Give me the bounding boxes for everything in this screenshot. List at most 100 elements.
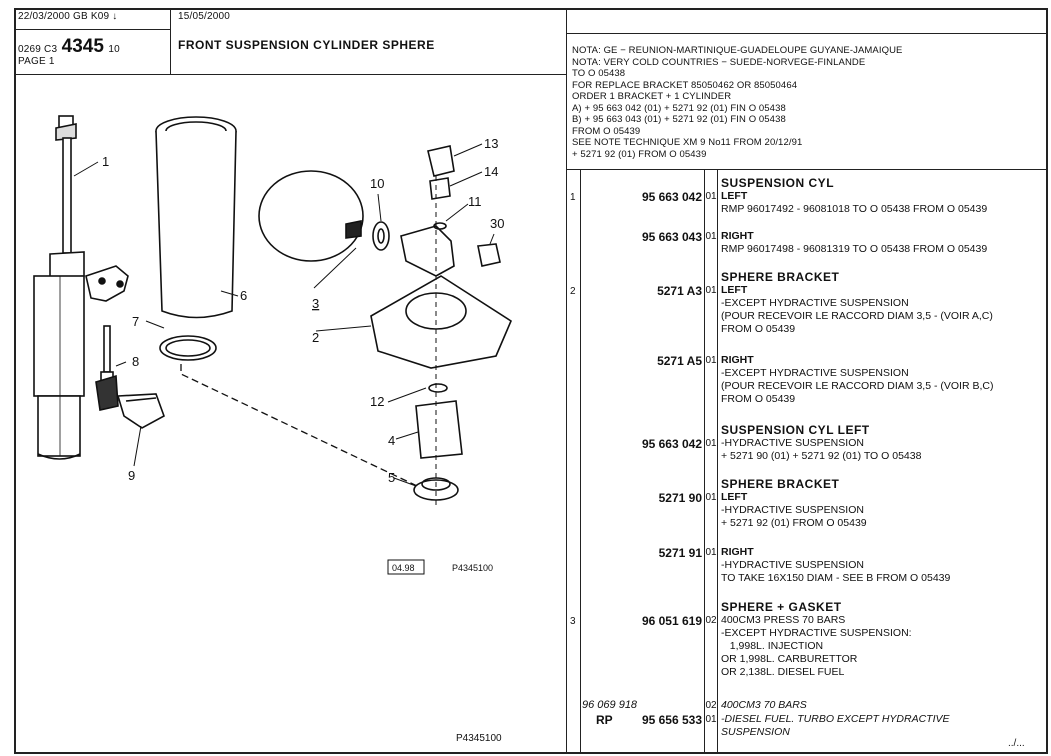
callout-3: 3 bbox=[312, 296, 319, 311]
part-desc-line: -HYDRACTIVE SUSPENSION bbox=[721, 437, 864, 449]
item-position: 3 bbox=[570, 616, 576, 627]
notes-block: NOTA: GE − REUNION-MARTINIQUE-GUADELOUPE… bbox=[572, 45, 1042, 160]
continued-mark: ../... bbox=[1008, 738, 1025, 749]
rp-part-number: 95 656 533 bbox=[641, 713, 702, 727]
part-variant: 01 bbox=[705, 492, 717, 503]
note-line: TO O 05438 bbox=[572, 68, 626, 79]
part-desc-line: + 5271 90 (01) + 5271 92 (01) TO O 05438 bbox=[721, 450, 922, 462]
item-position: 1 bbox=[570, 192, 576, 203]
part-desc-line: 400CM3 PRESS 70 BARS bbox=[721, 614, 846, 626]
part-desc-line: (POUR RECEVOIR LE RACCORD DIAM 3,5 - (VO… bbox=[721, 310, 993, 322]
page-title: FRONT SUSPENSION CYLINDER SPHERE bbox=[178, 38, 435, 52]
callout-14: 14 bbox=[484, 164, 498, 179]
note-line: + 5271 92 (01) FROM O 05439 bbox=[572, 148, 707, 160]
rp-desc-2: SUSPENSION bbox=[721, 726, 790, 738]
callout-11: 11 bbox=[468, 194, 482, 209]
callout-7: 7 bbox=[132, 314, 139, 329]
part-variant: 01 bbox=[705, 285, 717, 296]
callout-2: 2 bbox=[312, 330, 319, 345]
header-sub-line bbox=[14, 29, 170, 30]
part-desc-line: FROM O 05439 bbox=[721, 393, 796, 405]
part-desc-line: LEFT bbox=[721, 190, 748, 202]
part-number: 5271 91 bbox=[658, 546, 702, 560]
diagram-code: P4345100 bbox=[452, 563, 493, 573]
part-title: SUSPENSION CYL LEFT bbox=[721, 423, 870, 437]
frame-left bbox=[14, 8, 16, 754]
ref-suffix: 10 bbox=[108, 44, 120, 55]
part-variant: 02 bbox=[705, 615, 717, 626]
callout-numbers: 1 2 3 4 5 6 7 8 9 10 11 12 13 14 30 bbox=[102, 136, 504, 485]
bellows-drawing bbox=[155, 116, 237, 319]
part-number: 5271 A3 bbox=[657, 284, 702, 298]
sphere-bracket-drawing bbox=[370, 275, 513, 369]
callout-4: 4 bbox=[388, 433, 395, 448]
part-variant: 01 bbox=[705, 547, 717, 558]
part-desc-line: (POUR RECEVOIR LE RACCORD DIAM 3,5 - (VO… bbox=[721, 380, 994, 392]
part-number: 5271 A5 bbox=[657, 354, 702, 368]
diagram-box-ref: 04.98 bbox=[392, 563, 415, 573]
note-line: NOTA: VERY COLD COUNTRIES − SUEDE-NORVEG… bbox=[572, 56, 866, 68]
part-desc-line: RMP 96017492 - 96081018 TO O 05438 FROM … bbox=[721, 203, 988, 215]
part-desc-line: -HYDRACTIVE SUSPENSION bbox=[721, 504, 864, 516]
page-label: PAGE 1 bbox=[18, 56, 55, 67]
exploded-diagram: 1 2 3 4 5 6 7 8 9 10 11 12 13 14 30 04.9… bbox=[33, 115, 513, 744]
part-title: SPHERE BRACKET bbox=[721, 270, 840, 284]
alt-variant: 02 bbox=[705, 700, 717, 711]
part-variant: 01 bbox=[705, 231, 717, 242]
callout-10: 10 bbox=[370, 176, 384, 191]
bolt-drawing bbox=[95, 325, 119, 411]
part-desc-line: RIGHT bbox=[721, 354, 754, 366]
header-bottom-line bbox=[14, 74, 567, 75]
part-desc-line: LEFT bbox=[721, 284, 748, 296]
callout-6: 6 bbox=[240, 288, 247, 303]
sphere-drawing bbox=[258, 170, 364, 262]
footer-code: P4345100 bbox=[456, 733, 502, 744]
rp-desc-1: -DIESEL FUEL. TURBO EXCEPT HYDRACTIVE bbox=[721, 713, 950, 725]
part-number: 96 051 619 bbox=[641, 614, 702, 628]
part-number: 5271 90 bbox=[658, 491, 702, 505]
part-variant: 01 bbox=[705, 191, 717, 202]
note-line: FOR REPLACE BRACKET 85050462 OR 85050464 bbox=[572, 79, 798, 91]
note-line: B) + 95 663 043 (01) + 5271 92 (01) FIN … bbox=[572, 114, 786, 125]
part-desc-line: OR 1,998L. CARBURETTOR bbox=[721, 653, 858, 665]
ref-prefix: 0269 C3 bbox=[18, 44, 58, 55]
frame-right bbox=[1046, 8, 1048, 754]
column-divider bbox=[566, 8, 567, 754]
part-number: 95 663 042 bbox=[641, 190, 702, 204]
pos-col-line bbox=[580, 169, 581, 754]
part-desc-line: TO TAKE 16X150 DIAM - SEE B FROM O 05439 bbox=[721, 572, 951, 584]
callout-13: 13 bbox=[484, 136, 498, 151]
note-line: FROM O 05439 bbox=[572, 125, 641, 137]
part-desc-line: RMP 96017498 - 96081319 TO O 05438 FROM … bbox=[721, 243, 988, 255]
alt-desc: 400CM3 70 BARS bbox=[721, 699, 807, 711]
callout-9: 9 bbox=[128, 468, 135, 483]
part-desc-line: FROM O 05439 bbox=[721, 323, 796, 335]
rp-prefix: RP bbox=[596, 713, 613, 727]
reference: 0269 C3 4345 10 bbox=[18, 36, 120, 58]
var-col-right-line bbox=[717, 169, 718, 754]
part-desc-line: -HYDRACTIVE SUSPENSION bbox=[721, 559, 864, 571]
alt-part-number: 96 069 918 bbox=[582, 699, 638, 711]
part-number: 95 663 043 bbox=[641, 230, 702, 244]
part-number: 95 663 042 bbox=[641, 437, 702, 451]
part-desc-line: OR 2,138L. DIESEL FUEL bbox=[721, 666, 845, 678]
frame-bottom bbox=[14, 752, 1048, 754]
date-line: 22/03/2000 GB K09 ↓ bbox=[18, 11, 118, 22]
part-title: SPHERE BRACKET bbox=[721, 477, 840, 491]
callout-8: 8 bbox=[132, 354, 139, 369]
part-variant: 01 bbox=[705, 355, 717, 366]
note-line: A) + 95 663 042 (01) + 5271 92 (01) FIN … bbox=[572, 102, 786, 114]
part-desc-line: LEFT bbox=[721, 491, 748, 503]
note-line: SEE NOTE TECHNIQUE XM 9 No11 FROM 20/12/… bbox=[572, 137, 803, 148]
part-desc-line: 1,998L. INJECTION bbox=[721, 640, 824, 652]
notes-top-line bbox=[566, 33, 1048, 34]
header-divider bbox=[170, 8, 171, 74]
ref-number: 4345 bbox=[61, 36, 104, 57]
frame-top bbox=[14, 8, 1048, 10]
var-col-left-line bbox=[704, 169, 705, 754]
item-position: 2 bbox=[570, 286, 576, 297]
callout-12: 12 bbox=[370, 394, 384, 409]
notes-bottom-line bbox=[566, 169, 1048, 170]
part-title: SPHERE + GASKET bbox=[721, 600, 842, 614]
callout-5: 5 bbox=[388, 470, 395, 485]
